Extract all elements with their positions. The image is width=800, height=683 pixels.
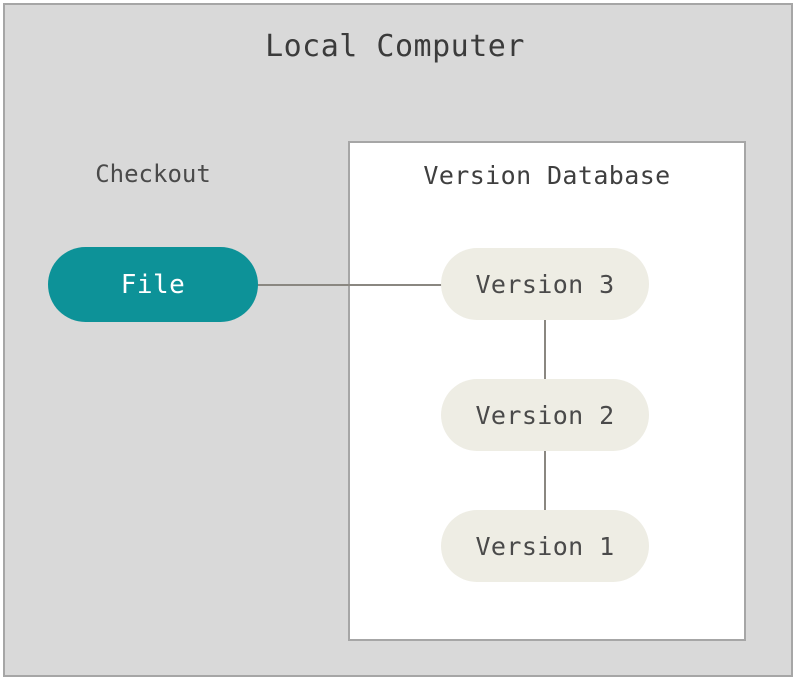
version-database-title: Version Database (423, 161, 671, 190)
node-file-label: File (120, 269, 186, 300)
local-computer-title: Local Computer (265, 29, 525, 64)
edge-file-to-version-3 (256, 284, 443, 286)
node-version-2[interactable]: Version 2 (441, 379, 649, 451)
edge-version-3-to-version-2 (544, 320, 546, 380)
node-file[interactable]: File (48, 247, 258, 322)
node-version-1-label: Version 1 (475, 531, 615, 561)
node-version-3-label: Version 3 (475, 269, 615, 299)
node-version-2-label: Version 2 (475, 400, 615, 430)
checkout-section-label: Checkout (95, 160, 211, 188)
node-version-3[interactable]: Version 3 (441, 248, 649, 320)
edge-version-2-to-version-1 (544, 451, 546, 511)
node-version-1[interactable]: Version 1 (441, 510, 649, 582)
